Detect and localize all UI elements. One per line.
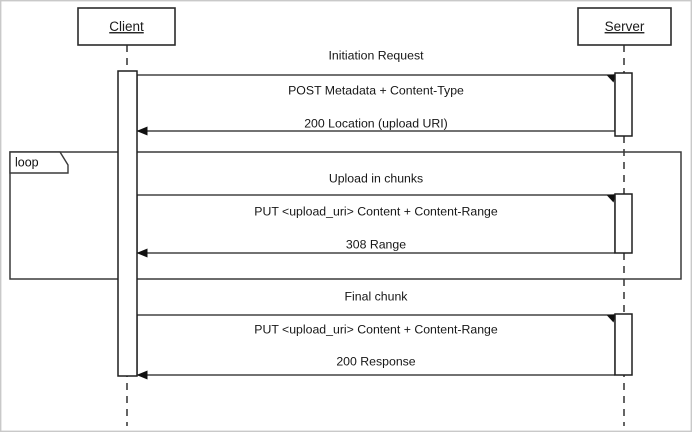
- messages-layer: [136, 74, 616, 380]
- actor-box-server[interactable]: [577, 7, 672, 46]
- message-label-200-response: 200 Response: [336, 354, 415, 368]
- actor-box-client[interactable]: [77, 7, 176, 46]
- arrowhead-put-final-chunk: [607, 314, 616, 323]
- message-frame-initiation: [136, 74, 616, 132]
- actor-boxes-layer: Client Server: [77, 7, 672, 46]
- arrowhead-308-range: [136, 248, 148, 258]
- message-label-308-range: 308 Range: [346, 237, 406, 251]
- message-frame-final-chunk: [136, 314, 616, 376]
- activation-bar-server-initiation: [614, 72, 633, 137]
- group-caption-upload-chunks: Upload in chunks: [329, 171, 423, 185]
- fragments-layer: loop: [9, 151, 682, 280]
- actor-label-client: Client: [109, 19, 144, 34]
- message-frame-upload-chunks: [136, 194, 616, 254]
- arrowhead-put-chunk: [607, 194, 616, 203]
- group-caption-final-chunk: Final chunk: [345, 289, 409, 303]
- message-label-put-chunk: PUT <upload_uri> Content + Content-Range: [254, 204, 498, 218]
- activation-bar-server-final-chunk: [614, 313, 633, 376]
- activation-bar-client: [117, 70, 138, 377]
- message-label-post-metadata: POST Metadata + Content-Type: [288, 83, 464, 97]
- lifelines-layer: [126, 45, 625, 426]
- actor-label-server: Server: [605, 19, 645, 34]
- activation-bar-server-upload-chunks: [614, 193, 633, 254]
- activations-layer: [117, 70, 633, 377]
- loop-fragment-border: [9, 151, 682, 280]
- arrowhead-200-response: [136, 370, 148, 380]
- arrowhead-post-metadata: [607, 74, 616, 83]
- group-caption-initiation: Initiation Request: [328, 48, 424, 62]
- loop-fragment-operator-label: loop: [15, 155, 39, 169]
- message-label-200-location: 200 Location (upload URI): [304, 116, 448, 130]
- message-label-put-final-chunk: PUT <upload_uri> Content + Content-Range: [254, 322, 498, 336]
- loop-fragment-operator-tab: [9, 151, 69, 174]
- arrowhead-200-location: [136, 126, 148, 136]
